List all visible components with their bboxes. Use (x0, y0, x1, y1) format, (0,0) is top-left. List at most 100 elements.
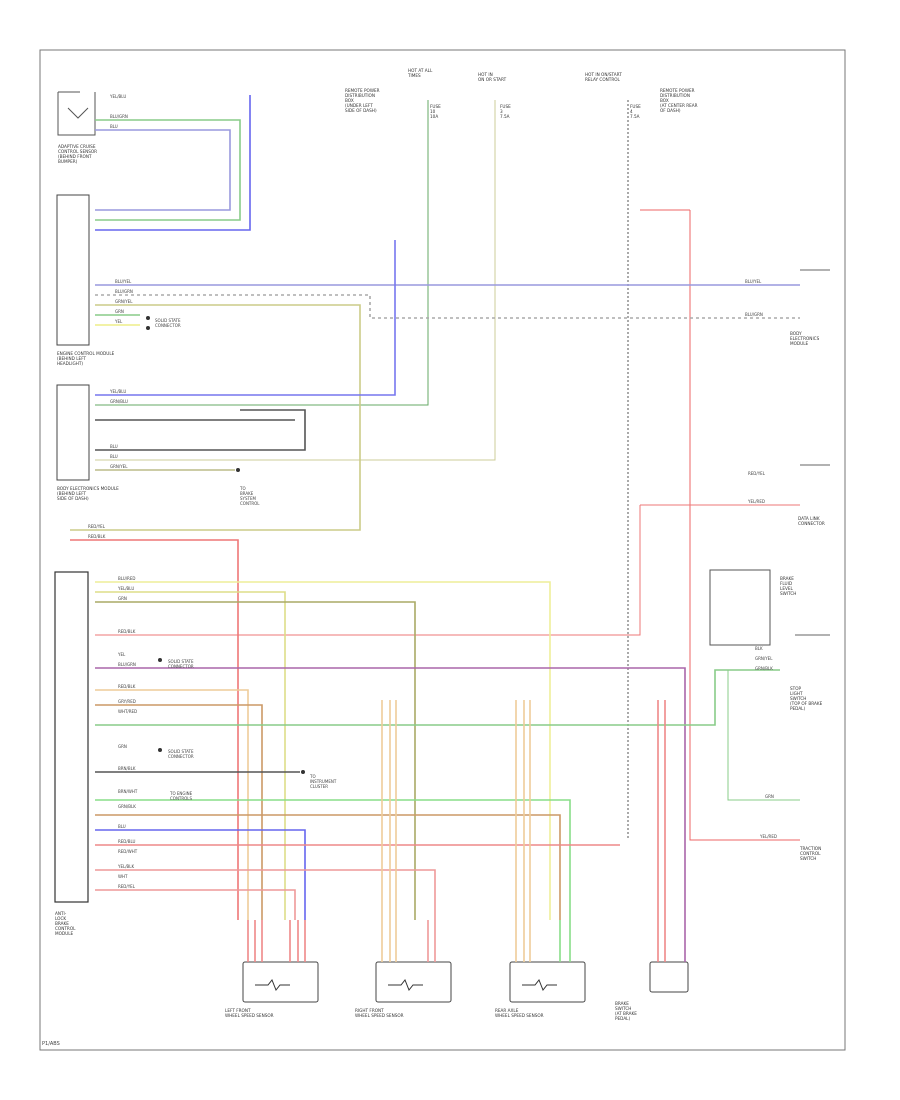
sensor-blue2-wire (95, 95, 251, 231)
wire-abs-4: RED/BLK (118, 629, 136, 634)
wire-abs-2: YEL/BLU (117, 586, 134, 591)
abs-wire-orange (95, 689, 249, 920)
wire-abs-18: WHT (118, 874, 128, 879)
wire-bc-1: YEL/BLU (109, 389, 126, 394)
bc-black-wire-2 (95, 409, 306, 451)
wire-abs-13: GRN/BLK (118, 804, 136, 809)
fuse-b-wire (95, 100, 496, 461)
wire-red-1: RED/YEL (88, 524, 106, 529)
diagram-code: P1/ABS (42, 1041, 60, 1047)
stop-switch-wire (727, 670, 800, 801)
abs-wire-pink2 (95, 889, 296, 920)
hot-red-wire (689, 210, 800, 841)
wire-r-5: BLK (755, 646, 763, 651)
abs-red-line-2 (95, 505, 641, 636)
abs-wire-olive (95, 601, 416, 920)
abs-red-feed (70, 539, 239, 920)
abs-wire-yel (95, 581, 551, 920)
wire-bus-1: BLU/YEL (115, 279, 132, 284)
abs-wire-brown (95, 704, 263, 920)
abs-wire-green2 (95, 799, 571, 920)
wire-right-2: BLU/GRN (745, 312, 763, 317)
abs-module-box (54, 571, 89, 903)
sensor-green-wire (95, 119, 241, 221)
wire-bc-4: BLU (110, 454, 118, 459)
wire-top-2: BLU/GRN (110, 114, 128, 119)
wire-abs-15: RED/BLU (118, 839, 136, 844)
bc-blue-wire (95, 240, 396, 396)
bus-wire-2 (95, 294, 800, 319)
wire-r-8: YEL/RED (759, 834, 777, 839)
abs-wire-blue (95, 829, 306, 920)
wire-bc-2: GRN/BLU (110, 399, 128, 404)
wire-abs-19: RED/YEL (118, 884, 136, 889)
wire-bc-3: BLU (110, 444, 118, 449)
wire-r-3: GRN/YEL (755, 656, 773, 661)
wire-r-4: GRN/BLK (755, 666, 773, 671)
wire-bus-4: GRN (115, 309, 124, 314)
wire-abs-12: BRN/WHT (118, 789, 138, 794)
wire-abs-8: GRY/RED (118, 699, 136, 704)
wire-r-1: YEL/RED (747, 499, 765, 504)
wire-r-2: RED/YEL (748, 471, 766, 476)
abs-wire-purple (95, 667, 686, 920)
wire-abs-7: RED/BLK (118, 684, 136, 689)
sensor-blue-wire (95, 129, 231, 211)
body-control-module-box (56, 384, 90, 481)
abs-wire-yel2 (95, 591, 286, 920)
wire-bus-3: GRN/YEL (115, 299, 133, 304)
wire-abs-14: BLU (118, 824, 126, 829)
abs-wire-green (95, 669, 780, 726)
wire-right-1: BLU/YEL (745, 279, 762, 284)
wire-abs-17: YEL/BLK (117, 864, 135, 869)
wire-abs-11: BRN/BLK (118, 766, 136, 771)
wire-bus-2: BLU/GRN (115, 289, 133, 294)
wire-abs-6: BLU/GRN (118, 662, 136, 667)
engine-control-module-box (56, 194, 90, 346)
wire-abs-5: YEL (117, 652, 126, 657)
wire-abs-10: GRN (118, 744, 127, 749)
wire-abs-1: BLU/RED (118, 576, 135, 581)
diagram-frame (39, 49, 846, 1051)
wire-red-2: RED/BLK (88, 534, 106, 539)
wire-abs-3: GRN (118, 596, 127, 601)
wire-top-3: BLU (110, 124, 118, 129)
wire-bus-5: YEL (114, 319, 123, 324)
wire-abs-16: RED/WHT (118, 849, 138, 854)
abs-wire-pink (95, 869, 436, 920)
bus-wire-3 (70, 304, 361, 531)
wire-abs-9: WHT/RED (118, 709, 137, 714)
wire-top-1: YEL/BLU (109, 94, 126, 99)
wire-bc-5: GRN/YEL (110, 464, 128, 469)
brake-fluid-box (709, 569, 771, 646)
